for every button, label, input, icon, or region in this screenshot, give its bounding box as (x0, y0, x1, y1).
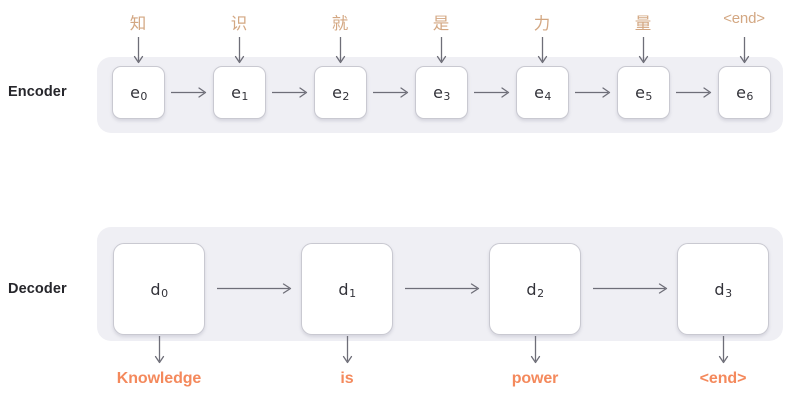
encoder-cell-e5-base: e (635, 83, 645, 102)
output-token-2: power (511, 370, 559, 387)
source-token-3: 是 (432, 15, 450, 33)
source-token-2: 就 (331, 15, 349, 33)
encoder-cell-e2-base: e (332, 83, 342, 102)
decoder-cell-d2-index: 2 (537, 286, 545, 300)
encoder-cell-e1-index: 1 (241, 90, 249, 103)
encoder-cell-e3-index: 3 (443, 90, 451, 103)
source-token-5: 量 (634, 15, 652, 33)
encoder-cell-e2-index: 2 (342, 90, 350, 103)
encoder-cell-e4-base: e (534, 83, 544, 102)
encoder-cell-e4-index: 4 (544, 90, 552, 103)
decoder-cell-d0-index: 0 (161, 286, 169, 300)
source-token-4: 力 (533, 15, 551, 33)
encoder-cell-e0-index: 0 (140, 90, 148, 103)
decoder-cell-d1-index: 1 (349, 286, 357, 300)
encoder-row-label: Encoder (8, 84, 67, 100)
decoder-cell-d1-base: d (338, 279, 349, 299)
encoder-cell-e6-base: e (736, 83, 746, 102)
encoder-cell-e3-base: e (433, 83, 443, 102)
encoder-cell-e1-base: e (231, 83, 241, 102)
output-token-3: <end> (699, 370, 747, 387)
output-token-0: Knowledge (116, 370, 202, 387)
decoder-cell-d3-index: 3 (725, 286, 733, 300)
decoder-row-label: Decoder (8, 281, 67, 297)
encoder-cell-e6-index: 6 (746, 90, 754, 103)
output-token-1: is (340, 370, 354, 387)
source-token-1: 识 (230, 15, 248, 33)
decoder-panel (97, 227, 783, 341)
encoder-cell-e0-base: e (130, 83, 140, 102)
decoder-cell-d2-base: d (526, 279, 537, 299)
decoder-cell-d3-base: d (714, 279, 725, 299)
decoder-cell-d0-base: d (150, 279, 161, 299)
source-token-0: 知 (129, 15, 147, 33)
source-token-6: <end> (723, 10, 765, 27)
encoder-cell-e5-index: 5 (645, 90, 653, 103)
